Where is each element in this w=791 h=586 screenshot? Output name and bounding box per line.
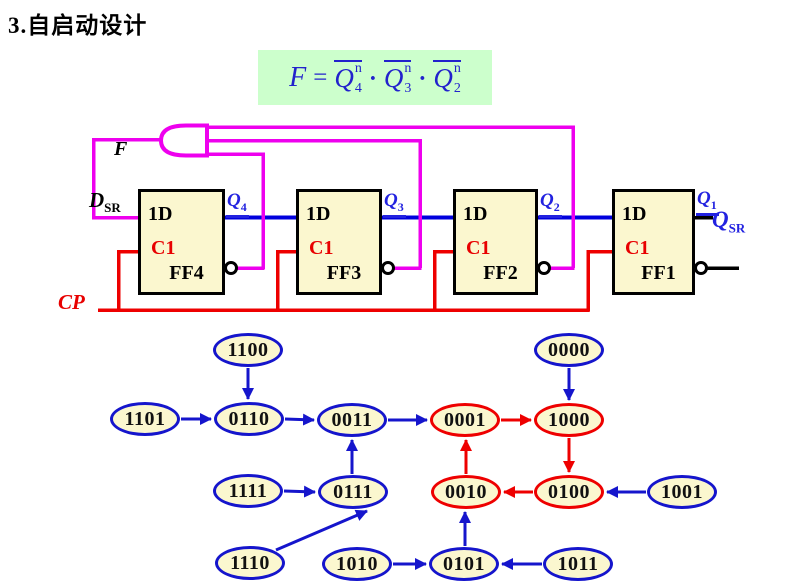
ff2-d-input-label: 1D [463,203,488,225]
ff3-clock-input-label: C1 [309,237,334,259]
ff3-name: FF3 [326,262,362,284]
q4-label: Q4 [226,190,249,218]
ff1-d-input-label: 1D [622,203,647,225]
state-1100: 1100 [213,333,283,367]
ff3-d-input-label: 1D [306,203,331,225]
serial-input-label: DSR [89,188,121,216]
qbar-bubble-ff3 [381,261,395,275]
state-1010: 1010 [322,547,392,581]
ff2-name: FF2 [483,262,518,284]
ff4-name: FF4 [169,262,204,284]
state-1001: 1001 [647,475,717,509]
and-gate [158,123,209,158]
state-0101: 0101 [429,547,499,581]
ff1-clock-input-label: C1 [625,237,650,259]
q3-label: Q3 [383,190,406,218]
formula-equals: = [313,63,328,91]
ff1-name: FF1 [641,262,676,284]
transition-1110-0111 [275,509,368,552]
state-1101: 1101 [110,402,180,436]
formula-dot: · [418,66,427,92]
ff4-clock-input-label: C1 [151,237,176,259]
page-title: 3.自启动设计 [8,13,148,38]
state-1110: 1110 [215,546,285,580]
transition-0110-0011 [284,413,315,426]
ff2-clock-input-label: C1 [466,237,491,259]
flipflop-ff1: 1D C1 FF1 [612,189,695,295]
qbar-bubble-ff2 [537,261,551,275]
qbar-bubble-ff1 [694,261,708,275]
ff4-d-input-label: 1D [148,203,173,225]
state-0011: 0011 [317,403,387,437]
clock-wires [98,249,613,312]
q1-label: Q1 [696,188,719,216]
state-0001: 0001 [430,403,500,437]
feedback-wires [91,125,575,270]
state-0110: 0110 [214,402,284,436]
formula-dot: · [368,66,377,92]
state-0010: 0010 [431,475,501,509]
state-0111: 0111 [318,475,388,509]
transition-arrows [181,368,646,570]
flipflop-ff3: 1D C1 FF3 [296,189,382,295]
qbar-bubbles [224,261,708,275]
state-1111: 1111 [213,474,283,508]
transition-1111-0111 [283,485,316,498]
and-gate-output-label: F [114,138,128,160]
flipflop-ff4: 1D C1 FF4 [138,189,225,295]
flipflop-ff2: 1D C1 FF2 [453,189,538,295]
state-0100: 0100 [534,475,604,509]
q2-label: Q2 [539,190,562,218]
state-1011: 1011 [543,547,613,581]
state-1000: 1000 [534,403,604,437]
formula-lhs: F [289,61,307,93]
state-0000: 0000 [534,333,604,367]
clock-label: CP [58,290,85,314]
wires [91,125,739,312]
qbar-bubble-ff4 [224,261,238,275]
